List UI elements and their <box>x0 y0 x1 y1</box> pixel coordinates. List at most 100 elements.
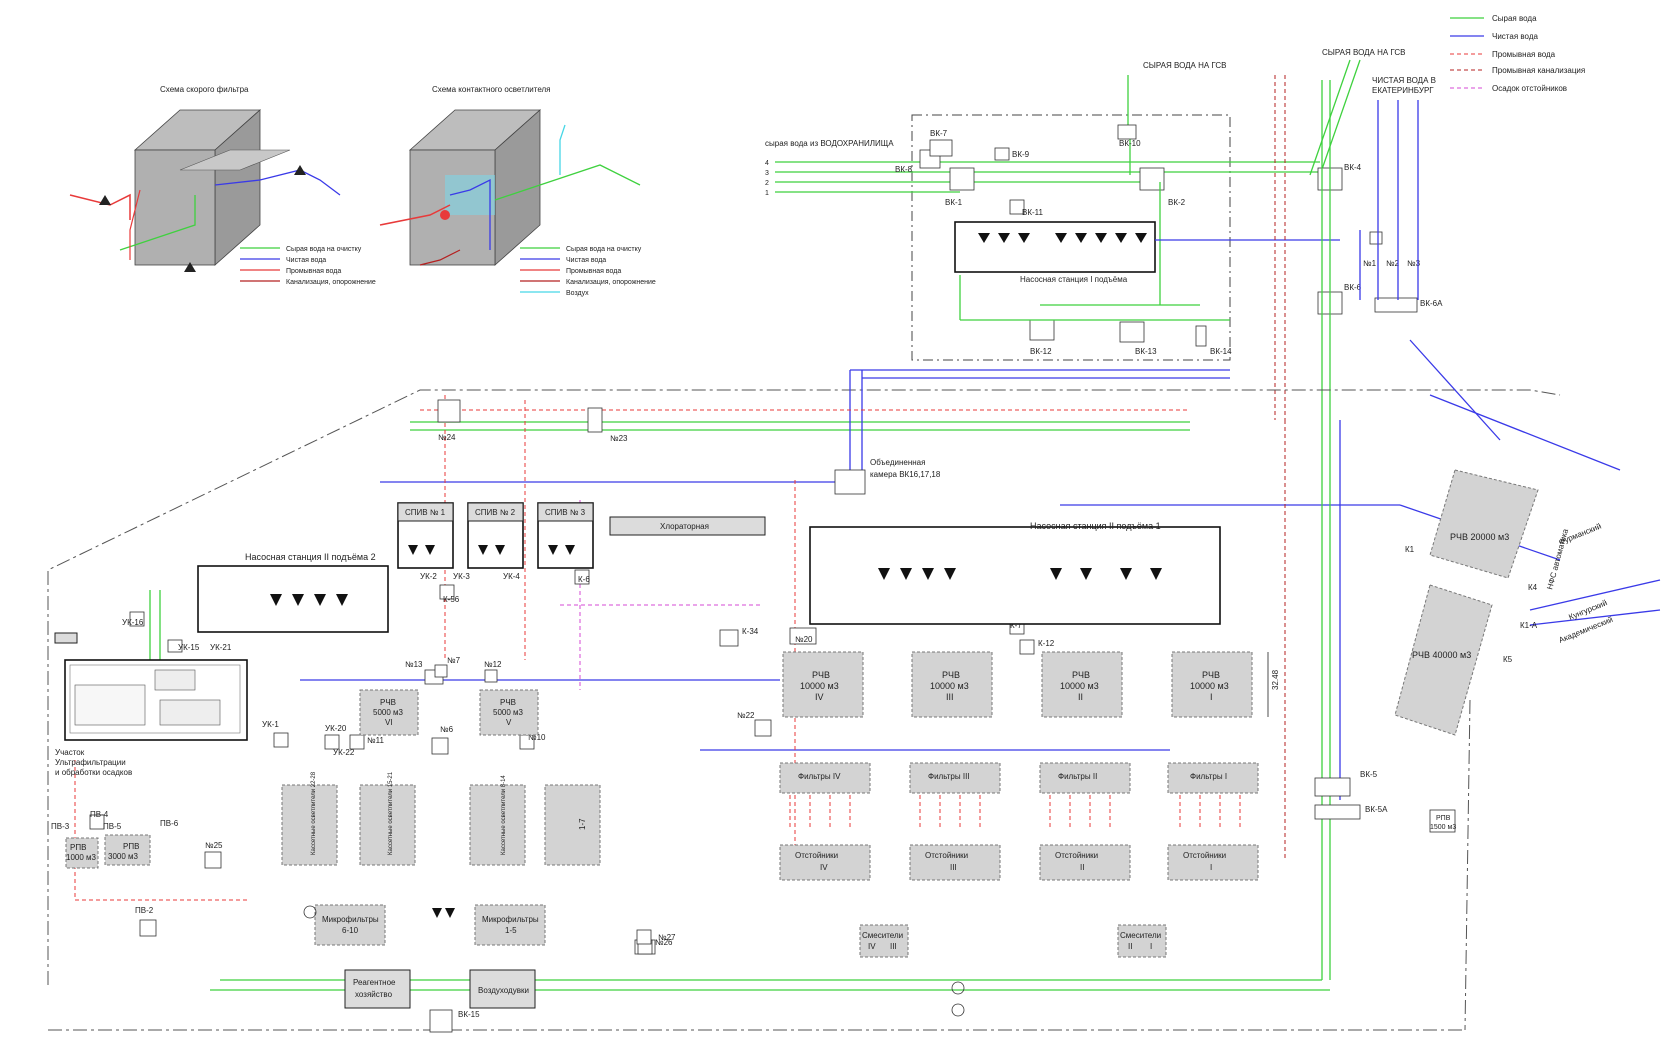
ps2-2-label: Насосная станция II подъёма 2 <box>245 552 376 562</box>
rchv-iv-3: IV <box>815 692 824 702</box>
vk7-label: ВК-7 <box>930 129 948 138</box>
vk12-label: ВК-12 <box>1030 347 1052 356</box>
n22-label: №22 <box>737 711 755 720</box>
chlorination: Хлораторная <box>609 516 766 536</box>
n23-label: №23 <box>610 434 628 443</box>
rchv-ii-2: 10000 м3 <box>1060 681 1099 691</box>
rchv-iv-1: РЧВ <box>812 670 830 680</box>
spiv-units: СПИВ № 1 СПИВ № 2 СПИВ № 3 <box>397 502 594 569</box>
ps1-pumps <box>978 233 1147 243</box>
vk8-label: ВК-8 <box>895 165 913 174</box>
uf-area: Участок Ультрафильтрации и обработки оса… <box>54 632 248 777</box>
rpv-1500-2: 1500 м3 <box>1430 824 1456 831</box>
vk4-label: ВК-4 <box>1344 163 1362 172</box>
vk5a-label: ВК-5А <box>1365 805 1388 814</box>
pipe-num-1: 1 <box>765 190 769 197</box>
microfilters: Микрофильтры 6-10 Микрофильтры 1-5 <box>303 904 546 946</box>
uf-label-3: и обработки осадков <box>55 768 132 777</box>
vk2-label: ВК-2 <box>1168 198 1186 207</box>
micro2-label-2: 1-5 <box>505 926 517 935</box>
filters-iv-label: Фильтры IV <box>798 772 841 781</box>
uk22-label: УК-22 <box>333 748 355 757</box>
uk20-label: УК-20 <box>325 724 347 733</box>
fast-filter-scheme: Схема скорого фильтра Сырая вода на очис… <box>69 85 376 286</box>
vk11-label: ВК-11 <box>1022 208 1044 217</box>
mixer1-b: III <box>890 942 897 951</box>
ff-legend-sewer: Канализация, опорожнение <box>286 279 376 286</box>
uk1-label: УК-1 <box>262 720 279 729</box>
rpv-1500-1: РПВ <box>1436 815 1451 822</box>
micro1-label-2: 6-10 <box>342 926 359 935</box>
uk4-label: УК-4 <box>503 572 520 581</box>
pipe-num-4: 4 <box>765 160 769 167</box>
n20-label: №20 <box>795 635 813 644</box>
ps1-label: Насосная станция I подъёма <box>1020 275 1128 284</box>
street-akademichesky: Академический <box>1557 615 1614 645</box>
settlers-iii-2: III <box>950 863 957 872</box>
ps2-1-label: Насосная станция II подъёма 1 <box>1030 521 1161 531</box>
pv3-label: ПВ-3 <box>51 822 70 831</box>
spiv1-label: СПИВ № 1 <box>405 508 446 517</box>
rchv-i-1: РЧВ <box>1202 670 1220 680</box>
vk6a-label: ВК-6А <box>1420 299 1443 308</box>
n24-label: №24 <box>438 433 456 442</box>
k12-label: К-12 <box>1038 639 1055 648</box>
cc-legend-wash: Промывная вода <box>566 268 621 275</box>
uk16-label: УК-16 <box>122 618 144 627</box>
vk14-label: ВК-14 <box>1210 347 1232 356</box>
cc-legend-sewer: Канализация, опорожнение <box>566 279 656 286</box>
fast-filter-legend: Сырая вода на очистку Чистая вода Промыв… <box>240 246 376 286</box>
reagent-and-blowers: Реагентное хозяйство Воздуходувки <box>344 969 536 1009</box>
pv5-label: ПВ-5 <box>103 822 122 831</box>
k56-label: К-56 <box>443 595 460 604</box>
settler-blocks: Отстойники IV Отстойники III Отстойники … <box>779 844 1259 881</box>
uf-label-1: Участок <box>55 748 85 757</box>
fast-filter-title: Схема скорого фильтра <box>160 85 249 94</box>
settlers-iv-1: Отстойники <box>795 851 838 860</box>
mixer2-label: Смесители <box>1120 931 1161 940</box>
vk1-label: ВК-1 <box>945 198 963 207</box>
reagent-label-1: Реагентное <box>353 978 396 987</box>
pump-station-2-1: Насосная станция II подъёма 1 <box>809 521 1221 625</box>
cc-legend: Сырая вода на очистку Чистая вода Промыв… <box>520 246 656 297</box>
dim-label: 32.48 <box>1271 669 1280 690</box>
vk13-label: ВК-13 <box>1135 347 1157 356</box>
k4-label: К4 <box>1528 583 1538 592</box>
k6-label: К-6 <box>578 575 590 584</box>
legend-label-wash: Промывная вода <box>1492 50 1556 59</box>
k7-label: К-7 <box>1010 621 1022 630</box>
ff-legend-clean: Чистая вода <box>286 257 326 264</box>
n25-label: №25 <box>205 841 223 850</box>
mixers: Смесители IV III Смесители II I <box>859 924 1167 1017</box>
clear-water-tanks: РЧВ 5000 м3 VI РЧВ 5000 м3 V РЧВ 10000 м… <box>65 469 1539 869</box>
pv6-label: ПВ-6 <box>160 819 179 828</box>
pipe-num-2: 2 <box>765 180 769 187</box>
k1a-label: К1-А <box>1520 621 1538 630</box>
settlers-i-2: I <box>1210 863 1212 872</box>
filters-i-label: Фильтры I <box>1190 772 1227 781</box>
reservoir-label: сырая вода из ВОДОХРАНИЛИЩА <box>765 139 894 148</box>
rchv-iii-3: III <box>946 692 954 702</box>
chlor-label: Хлораторная <box>660 522 709 531</box>
legend-label-raw: Сырая вода <box>1492 14 1537 23</box>
spiv2-label: СПИВ № 2 <box>475 508 516 517</box>
rpv-3000-1: РПВ <box>123 842 139 851</box>
mixer2-a: II <box>1128 942 1132 951</box>
clean-ekb-label-1: ЧИСТАЯ ВОДА В <box>1372 76 1436 85</box>
uk3-label: УК-3 <box>453 572 470 581</box>
k34-label: К-34 <box>742 627 759 636</box>
vk10-label: ВК-10 <box>1119 139 1141 148</box>
rchv-40000-label: РЧВ 40000 м3 <box>1412 650 1471 660</box>
n11-label: №11 <box>367 736 384 745</box>
cc-title: Схема контактного осветлителя <box>432 85 551 94</box>
n12-label: №12 <box>484 660 502 669</box>
filters-ii-label: Фильтры II <box>1058 772 1097 781</box>
rpv-3000-2: 3000 м3 <box>108 852 139 861</box>
n26-label: №26 <box>655 938 673 947</box>
reagent-label-2: хозяйство <box>355 990 393 999</box>
vk15-label: ВК-15 <box>458 1010 480 1019</box>
uk2-label: УК-2 <box>420 572 437 581</box>
pv4-label: ПВ-4 <box>90 810 109 819</box>
vk9-label: ВК-9 <box>1012 150 1030 159</box>
clean-ekb-label-2: ЕКАТЕРИНБУРГ <box>1372 86 1434 95</box>
